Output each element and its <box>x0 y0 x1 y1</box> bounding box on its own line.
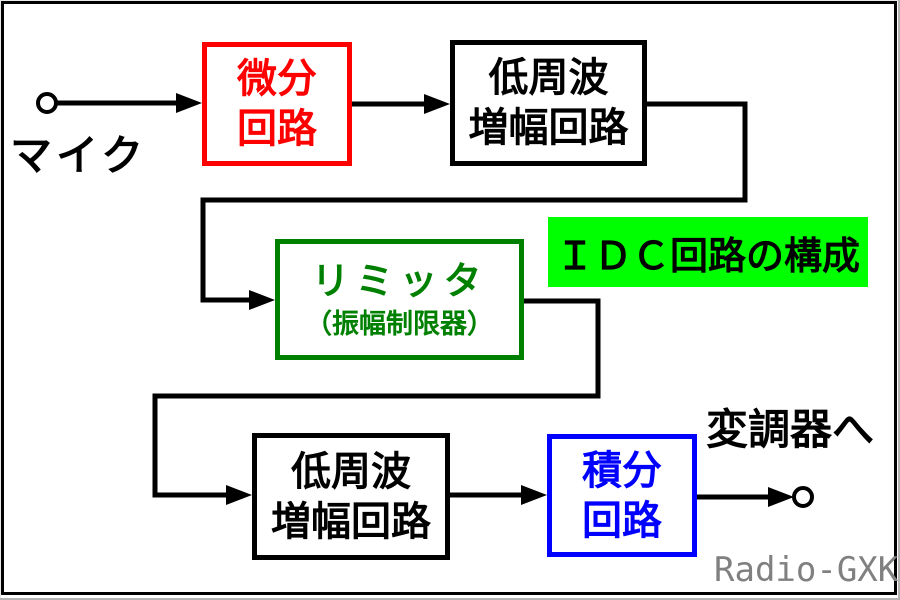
wire-limiter-to-afamp-bottom <box>152 298 601 498</box>
arrowhead-into-afamp-bottom <box>226 485 252 505</box>
block-af-amplifier-top-label-line1: 低周波 <box>488 56 609 100</box>
output-terminal-circle <box>792 486 814 508</box>
arrowhead-into-limiter <box>249 290 275 310</box>
watermark-text: Radio-GXK <box>714 550 899 590</box>
diagram-title-banner: ＩＤＣ回路の構成 <box>548 217 868 287</box>
arrowhead-into-differentiator <box>176 93 202 113</box>
input-terminal-circle <box>36 92 58 114</box>
block-limiter-subtitle: （振幅制限器） <box>305 308 494 339</box>
output-terminal-label: 変調器へ <box>706 406 875 453</box>
block-integrator: 積分 回路 <box>547 434 697 557</box>
block-af-amplifier-top: 低周波 増幅回路 <box>450 40 647 166</box>
arrowhead-into-output <box>768 487 794 507</box>
block-limiter: リミッタ （振幅制限器） <box>275 239 524 360</box>
block-differentiator-label-line2: 回路 <box>237 107 317 151</box>
block-differentiator: 微分 回路 <box>202 42 352 166</box>
wire-afamp-to-limiter <box>200 101 748 303</box>
block-differentiator-label-line1: 微分 <box>237 57 317 101</box>
block-limiter-title: リミッタ <box>311 260 488 303</box>
arrowhead-into-integrator <box>521 485 547 505</box>
arrowhead-into-afamp-top <box>424 94 450 114</box>
block-af-amplifier-bottom-label-line2: 増幅回路 <box>271 499 431 544</box>
block-integrator-label-line1: 積分 <box>582 448 662 493</box>
block-af-amplifier-bottom: 低周波 増幅回路 <box>252 433 450 560</box>
block-af-amplifier-bottom-label-line1: 低周波 <box>291 449 411 494</box>
block-integrator-label-line2: 回路 <box>582 498 662 543</box>
block-af-amplifier-top-label-line2: 増幅回路 <box>468 106 629 150</box>
input-terminal-label: マイク <box>10 132 148 179</box>
